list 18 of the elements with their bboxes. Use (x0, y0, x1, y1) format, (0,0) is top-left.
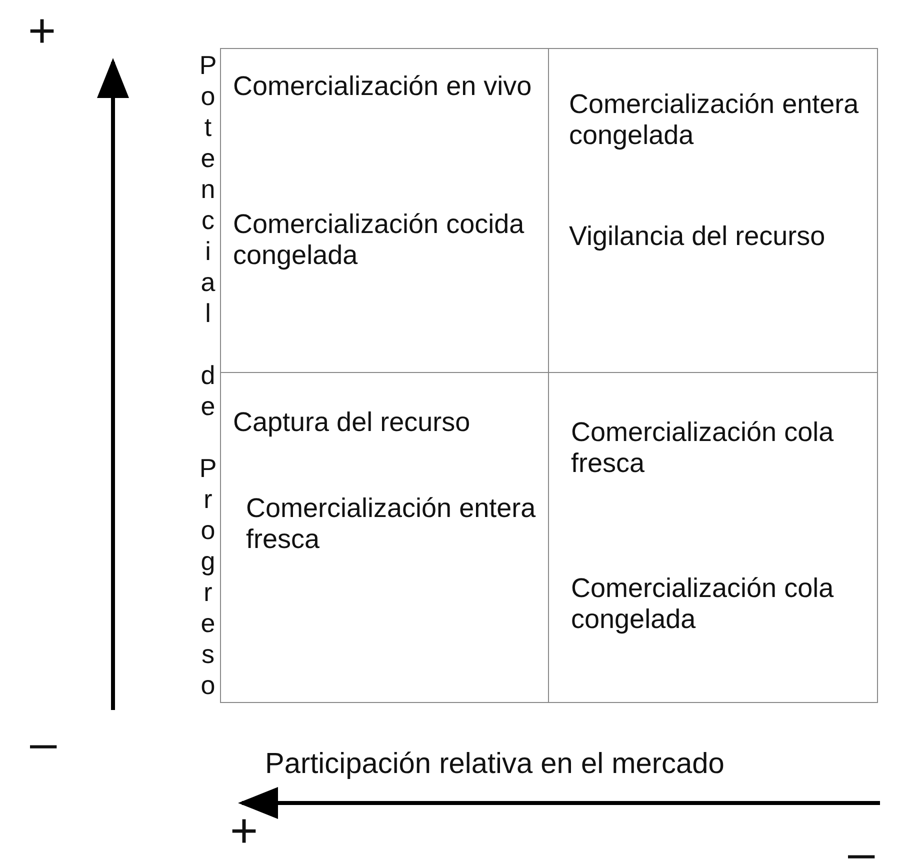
quadrant-text: Vigilancia del recurso (569, 221, 826, 252)
plus-sign: + (230, 808, 258, 856)
matrix-quadrant (220, 372, 549, 703)
plus-sign: + (28, 8, 56, 56)
matrix-quadrant (548, 48, 878, 373)
minus-sign: – (848, 830, 875, 864)
minus-sign: – (30, 720, 57, 768)
matrix-quadrant (548, 372, 878, 703)
axis-label: Potencial de Progreso (193, 50, 223, 701)
quadrant-text: Comercialización cocida congelada (233, 209, 526, 271)
quadrant-text: Captura del recurso (233, 407, 472, 438)
axis-label: Participación relativa en el mercado (265, 748, 724, 781)
quadrant-text: Comercialización entera congelada (569, 89, 860, 151)
quadrant-text: Comercialización entera fresca (246, 493, 537, 555)
quadrant-text: Comercialización en vivo (233, 71, 533, 102)
quadrant-text: Comercialización cola fresca (571, 417, 835, 479)
quadrant-text: Comercialización cola congelada (571, 573, 835, 635)
matrix-quadrant (220, 48, 549, 373)
